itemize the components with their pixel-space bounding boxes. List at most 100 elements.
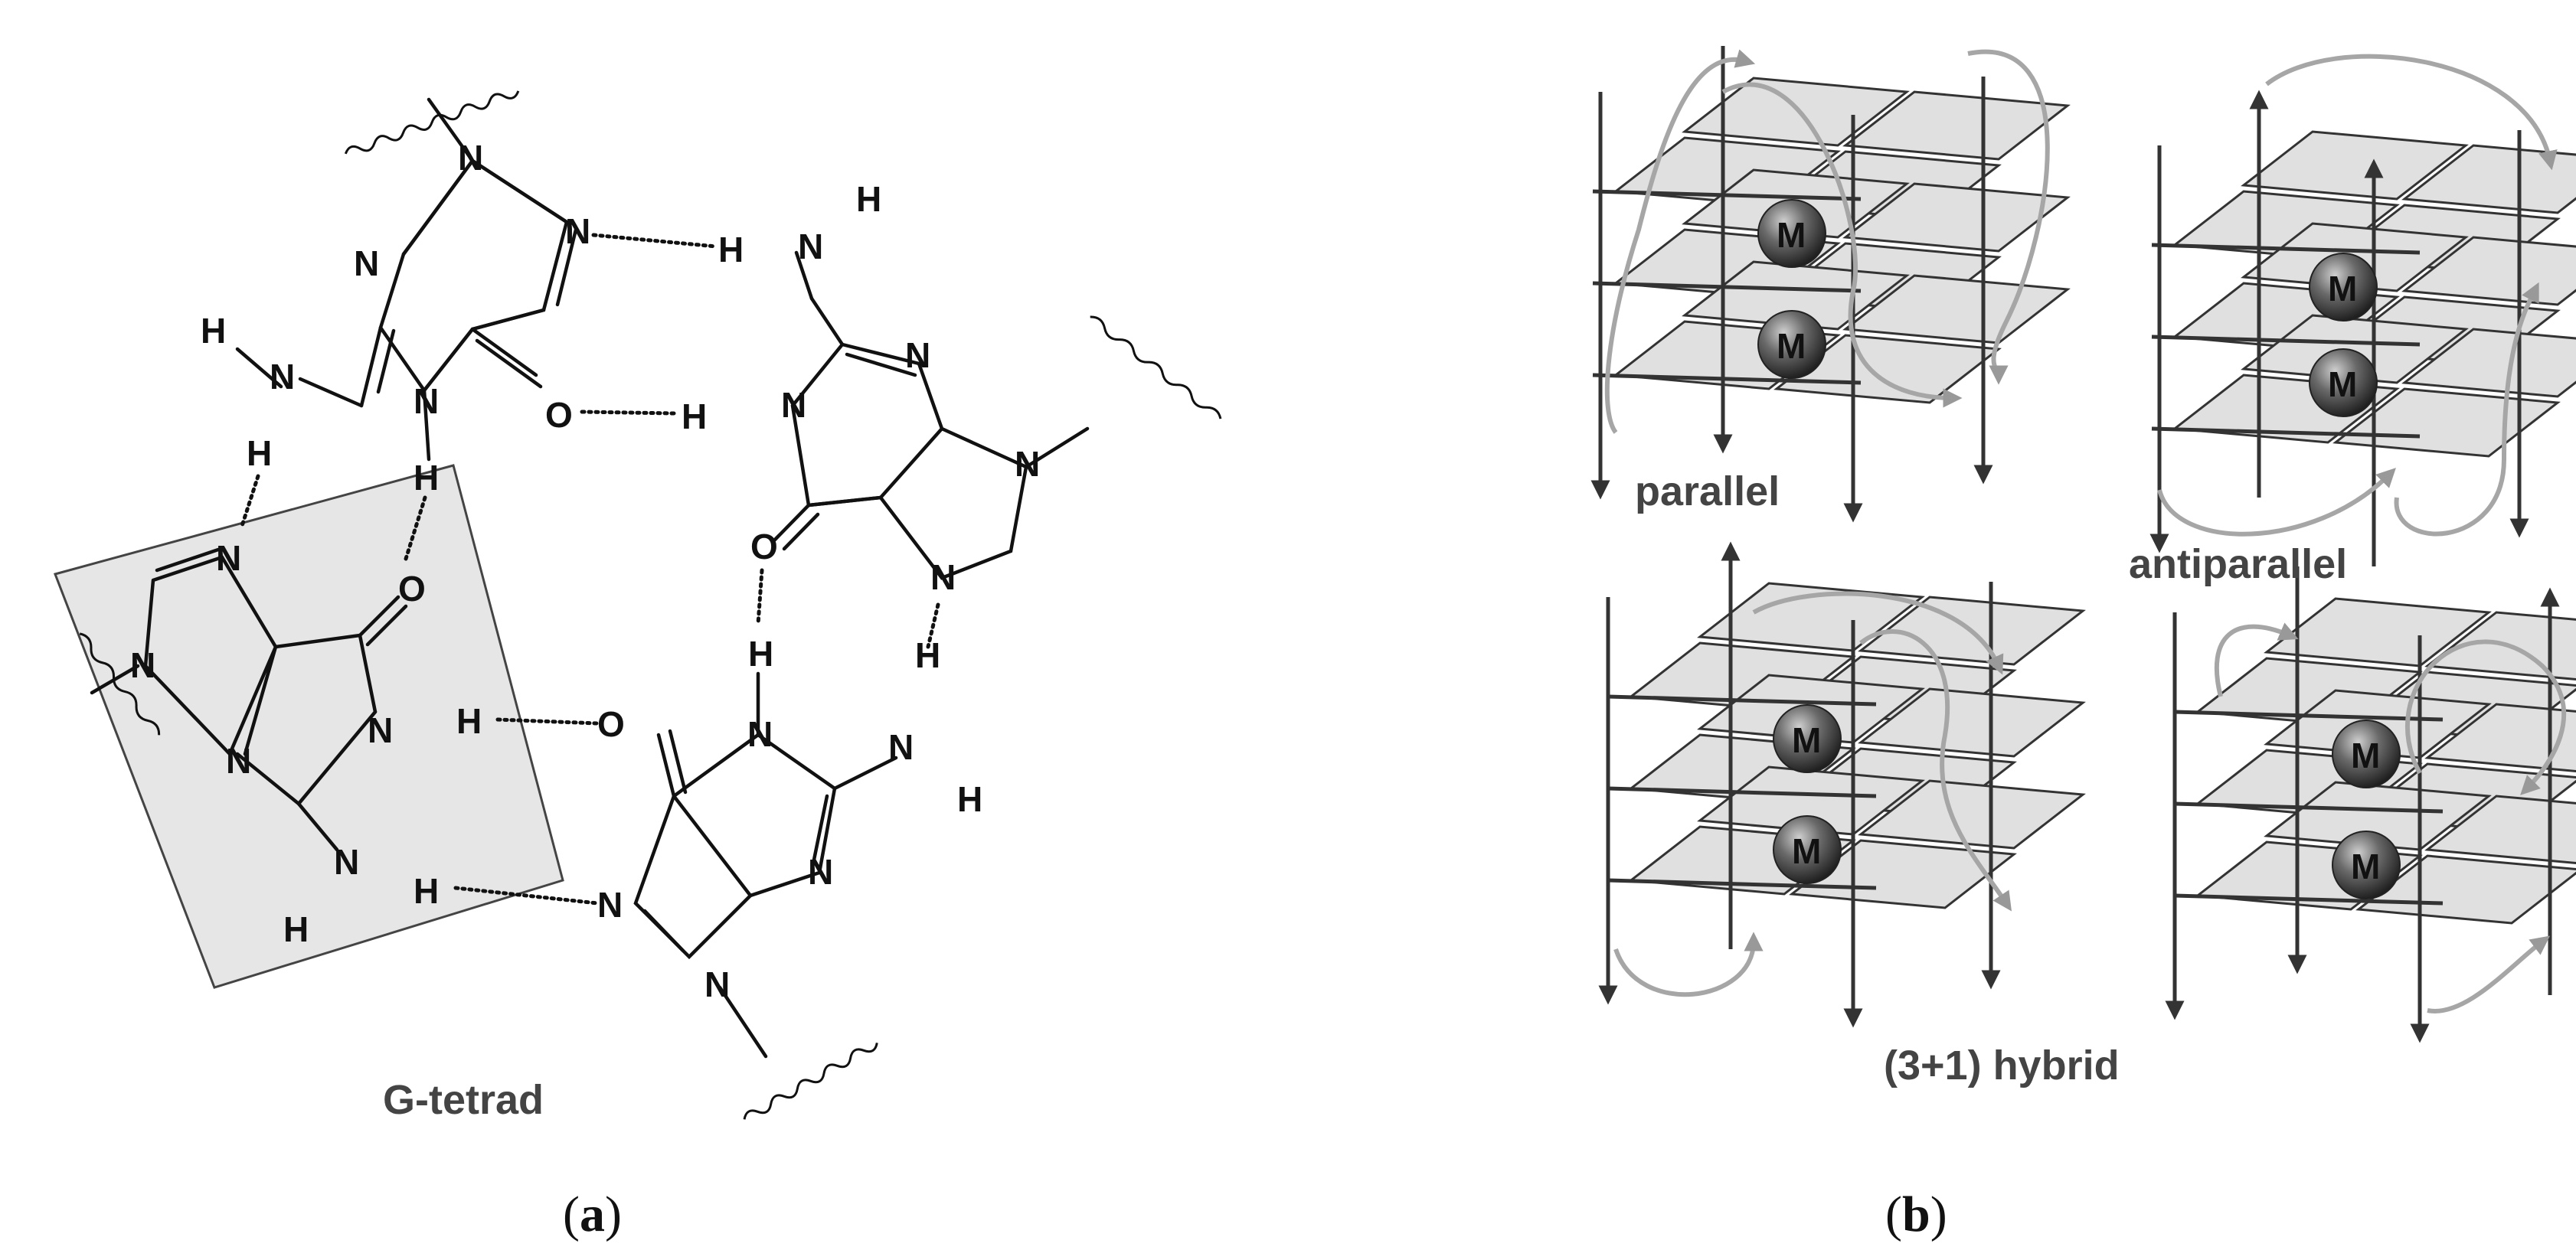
frame-line xyxy=(1592,189,1862,201)
parallel-topology: MM xyxy=(1590,46,2071,523)
atom-h: H xyxy=(414,871,439,911)
metal-ion xyxy=(2309,253,2378,321)
atom-n: N xyxy=(334,842,359,882)
loop-arrow xyxy=(2214,622,2299,697)
atom-n: N xyxy=(226,741,251,781)
g-tetrad-plane xyxy=(1842,274,2071,344)
metal-ion xyxy=(1757,310,1826,379)
loop-arrow xyxy=(1859,629,2012,912)
atom-h: H xyxy=(247,433,272,473)
frame-line xyxy=(1592,373,1862,385)
atom-h: H xyxy=(957,779,982,819)
atom-n: N xyxy=(270,357,295,397)
frame-line xyxy=(2174,710,2444,722)
atom-n: N xyxy=(368,710,393,750)
atom-n: N xyxy=(565,211,590,251)
g-tetrad-plane xyxy=(1842,182,2071,253)
antiparallel-topology: MM xyxy=(2149,54,2576,566)
frame-line xyxy=(1607,786,1877,798)
atom-h: H xyxy=(201,311,226,351)
frame-line xyxy=(2151,243,2421,255)
atom-o: O xyxy=(597,704,625,744)
metal-ion-label: M xyxy=(2328,269,2357,308)
frame-line xyxy=(2151,426,2421,439)
guanine-highlight-box xyxy=(54,464,564,989)
atom-o: O xyxy=(545,395,573,435)
metal-ion-label: M xyxy=(1777,215,1806,255)
guanine-bottom xyxy=(633,671,898,1120)
atom-n: N xyxy=(798,227,823,266)
metal-ion xyxy=(2309,348,2378,417)
loop-arrow xyxy=(1967,49,2050,385)
guanine-top xyxy=(235,90,578,462)
atom-h: H xyxy=(414,458,439,498)
g-tetrad-plane xyxy=(2424,703,2576,772)
atom-n: N xyxy=(130,645,155,685)
metal-ion-label: M xyxy=(1792,831,1821,871)
g-tetrad-plane xyxy=(2355,854,2576,925)
guanine-right xyxy=(773,250,1222,580)
g-tetrad-plane xyxy=(1697,582,1925,652)
g-tetrad-plane xyxy=(2241,130,2469,201)
atom-h: H xyxy=(915,635,940,675)
atom-n: N xyxy=(354,243,379,283)
atom-n: N xyxy=(1015,444,1040,484)
metal-ion xyxy=(1757,199,1826,268)
frame-line xyxy=(2151,335,2421,347)
frame-line xyxy=(1607,878,1877,890)
hybrid-label: (3+1) hybrid xyxy=(1884,1043,2120,1088)
metal-ion xyxy=(2332,831,2401,899)
loop-arrow xyxy=(1752,591,2004,675)
atom-o: O xyxy=(750,527,778,566)
loop-arrow xyxy=(2394,282,2539,537)
atom-n: N xyxy=(216,538,241,578)
atom-n: N xyxy=(888,727,914,767)
atom-n: N xyxy=(458,138,483,178)
metal-ion-label: M xyxy=(2328,364,2357,404)
g-tetrad-plane xyxy=(1842,90,2071,161)
g-tetrad-plane xyxy=(2264,597,2492,667)
hybrid-topology-1: MM xyxy=(1598,541,2086,1028)
g-tetrad-plane xyxy=(1858,687,2086,758)
loop-arrow xyxy=(2157,468,2396,537)
metal-ion-label: M xyxy=(2351,847,2380,886)
loop-arrow xyxy=(1721,82,1963,408)
loop-arrow xyxy=(2427,935,2551,1013)
g-tetrad-plane xyxy=(2424,795,2576,864)
panel-label-b: (b) xyxy=(1885,1186,1947,1242)
loop-arrow xyxy=(1604,49,1756,434)
frame-line xyxy=(2174,893,2444,906)
loop-arrow xyxy=(2404,639,2567,795)
g-tetrad-panel: N N H N H N H N N O H N N H H N O N N O … xyxy=(54,90,1222,1123)
guanine-left xyxy=(79,547,408,852)
loop-arrow xyxy=(1613,932,1764,997)
metal-ion xyxy=(2332,720,2401,788)
antiparallel-label: antiparallel xyxy=(2129,541,2347,587)
atom-h: H xyxy=(856,179,881,219)
atom-n: N xyxy=(597,885,623,925)
frame-line xyxy=(2174,801,2444,814)
parallel-label: parallel xyxy=(1635,468,1780,514)
metal-ion xyxy=(1773,815,1842,884)
atom-n: N xyxy=(930,557,956,597)
frame-line xyxy=(1592,281,1862,293)
panel-label-a: (a) xyxy=(563,1186,622,1242)
atom-o: O xyxy=(398,569,426,609)
atom-h: H xyxy=(748,634,773,674)
atom-n: N xyxy=(808,852,833,892)
atom-h: H xyxy=(283,909,309,949)
metal-ion-label: M xyxy=(1777,326,1806,366)
atom-n: N xyxy=(704,964,730,1004)
metal-ion xyxy=(1773,704,1842,773)
hybrid-topology-2: MM xyxy=(2165,566,2576,1043)
atom-h: H xyxy=(682,397,707,436)
atom-h: H xyxy=(718,230,744,269)
atom-n: N xyxy=(905,335,930,375)
atom-h: H xyxy=(456,701,482,741)
atom-n: N xyxy=(747,714,773,754)
g-tetrad-plane xyxy=(2401,144,2576,214)
g-tetrad-label: G-tetrad xyxy=(383,1077,544,1123)
atom-n: N xyxy=(414,381,439,421)
